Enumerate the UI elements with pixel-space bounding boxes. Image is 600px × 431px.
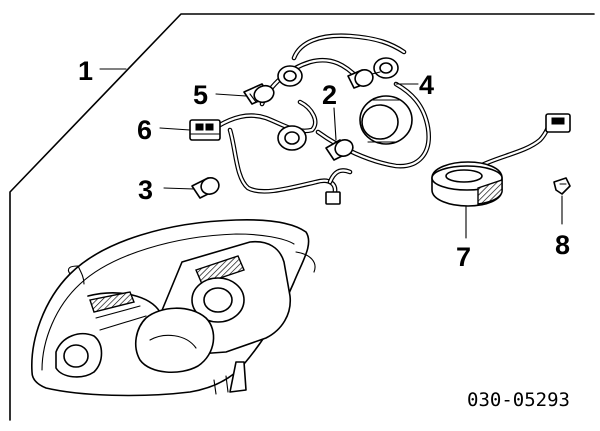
callout-1: 1 — [78, 56, 93, 86]
assembly-boundary — [9, 13, 595, 421]
callout-7: 7 — [456, 242, 471, 272]
control-unit-7 — [431, 113, 571, 207]
figure-code: 030-05293 — [467, 389, 570, 411]
callout-6: 6 — [137, 115, 152, 145]
bulb-2 — [325, 139, 354, 161]
callout-5-leader — [215, 93, 247, 97]
bulb-5 — [243, 83, 275, 105]
callout-2-leader — [333, 107, 337, 141]
callout-3-leader — [163, 187, 195, 190]
bulb-3 — [191, 177, 220, 199]
callout-4: 4 — [419, 70, 434, 100]
callout-8: 8 — [555, 230, 570, 260]
callout-6-leader — [159, 127, 191, 131]
clip-8 — [553, 177, 571, 195]
headlamp-housing — [31, 219, 316, 397]
wiring-harness — [189, 33, 431, 205]
callout-5: 5 — [193, 80, 208, 110]
bulb-4 — [347, 69, 381, 89]
callout-2: 2 — [322, 80, 337, 110]
callout-3: 3 — [138, 175, 153, 205]
